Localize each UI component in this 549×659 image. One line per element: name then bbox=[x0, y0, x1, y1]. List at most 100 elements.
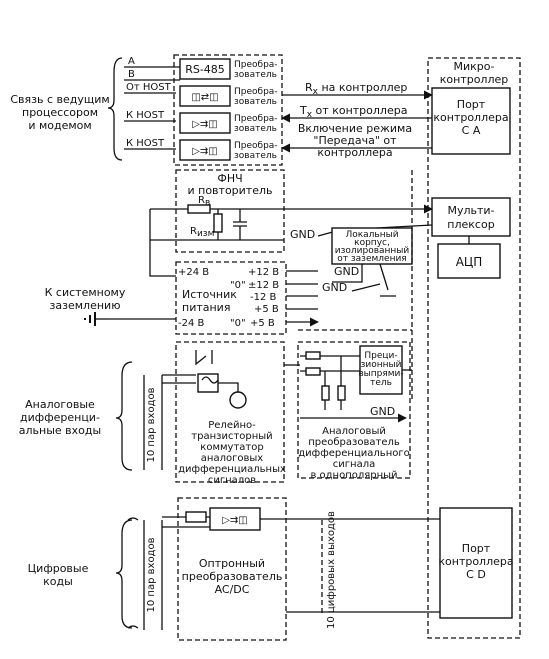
optron-resistor bbox=[185, 511, 207, 523]
relay-line-6: сигналов bbox=[208, 475, 256, 486]
digital-codes-line-2: коды bbox=[43, 575, 73, 588]
mcu-label-2: контроллер bbox=[440, 73, 509, 86]
digital-codes-line-1: Цифровые bbox=[28, 562, 89, 575]
to-host-label-1: К HOST bbox=[126, 110, 165, 121]
analog-brace bbox=[115, 361, 133, 471]
digital-pairs-label: 10 пар входов bbox=[146, 537, 157, 612]
analog-inputs-line-3: альные входы bbox=[19, 424, 101, 437]
digital-codes-label: Цифровые коды bbox=[28, 562, 89, 588]
conv-label-3a: Преобра- bbox=[234, 114, 278, 124]
relay-line-4: аналоговых bbox=[201, 453, 263, 464]
power-outputs bbox=[286, 270, 318, 322]
relay-line-5: дифференциальных bbox=[178, 464, 286, 475]
aconv-line-5: в однополярный bbox=[310, 470, 397, 481]
power-gnd-2: GND bbox=[322, 281, 347, 294]
rect-line-1: Преци- bbox=[364, 351, 397, 361]
rail-pm12: ±12 В bbox=[248, 280, 279, 291]
local-case-line-3: изолированный bbox=[335, 246, 410, 256]
host-brace bbox=[107, 57, 123, 161]
relay-line-1: Релейно- bbox=[208, 420, 256, 431]
analog-conv-label: Аналоговый преобразователь дифференциаль… bbox=[298, 426, 409, 481]
line-b-label: B bbox=[128, 69, 135, 80]
analog-conv-frame bbox=[297, 341, 411, 479]
relay-label: Релейно- транзисторный коммутатор аналог… bbox=[178, 420, 286, 486]
adc-label: АЦП bbox=[456, 255, 483, 269]
aconv-line-4: сигнала bbox=[333, 459, 375, 470]
lpf-gnd-label: GND bbox=[290, 228, 315, 241]
digital-outputs-label: 10 цифровых выходов bbox=[326, 511, 337, 629]
rizm-resistor bbox=[213, 213, 223, 233]
host-link-line-2: процессором bbox=[22, 106, 98, 119]
rail-p12: +12 В bbox=[248, 267, 279, 278]
port-d-line-3: С D bbox=[466, 568, 486, 581]
rail-p5b: +5 В bbox=[250, 318, 275, 329]
case-ground-symbol bbox=[379, 263, 396, 297]
conv-label-2a: Преобра- bbox=[234, 87, 278, 97]
conv-resistor-4 bbox=[337, 385, 346, 401]
mcu-label-1: Микро- bbox=[454, 60, 495, 73]
analog-inputs-label: Аналоговые дифференци- альные входы bbox=[19, 398, 101, 437]
port-a-line-1: Порт bbox=[457, 98, 486, 111]
digital-input-bus bbox=[143, 520, 163, 630]
port-a-box bbox=[431, 87, 511, 155]
rx-label: Rx на контроллер bbox=[305, 81, 407, 97]
rizm-label: Rизм bbox=[190, 226, 214, 239]
rect-line-4: тель bbox=[370, 378, 392, 388]
conv-label-1b: зователь bbox=[234, 70, 277, 80]
conv-label-4b: зователь bbox=[234, 151, 277, 161]
lpf-line-2: и повторитель bbox=[187, 184, 272, 197]
lpf-loop-wire bbox=[149, 209, 176, 277]
rs485-label: RS-485 bbox=[185, 63, 225, 76]
multiplexer-box bbox=[431, 197, 511, 237]
relay-line-2: транзисторный bbox=[191, 431, 272, 442]
aconv-line-3: дифференциального bbox=[298, 448, 409, 459]
power-frame bbox=[175, 261, 287, 335]
relay-contact-icon bbox=[195, 350, 213, 366]
rect-line-2: зионный bbox=[361, 360, 402, 370]
aconv-line-1: Аналоговый bbox=[322, 426, 386, 437]
ground-symbol-icon bbox=[84, 312, 96, 326]
rail-m24: -24 В bbox=[178, 318, 205, 329]
precise-rectifier-box bbox=[359, 345, 403, 395]
conv-resistor-1 bbox=[305, 351, 321, 360]
power-gnd-wire bbox=[351, 283, 381, 292]
rail-p24: +24 В bbox=[178, 267, 209, 278]
adc-box bbox=[437, 243, 501, 279]
converter-labels: Преобра- зователь Преобра- зователь Прео… bbox=[234, 60, 278, 161]
port-d-line-2: контроллера bbox=[438, 555, 513, 568]
conv-wires bbox=[300, 355, 362, 410]
optron-line-3: AC/DC bbox=[215, 583, 250, 596]
power-line-1: Источник bbox=[182, 288, 237, 301]
host-link-label: Связь с ведущим процессором и модемом bbox=[10, 93, 109, 132]
system-ground-label: К системному заземлению bbox=[45, 286, 126, 312]
conv-label-2b: зователь bbox=[234, 97, 277, 107]
line-a-label: A bbox=[128, 56, 135, 67]
local-case-line-1: Локальный bbox=[345, 230, 398, 240]
rail-zero-p5: "0" bbox=[230, 318, 246, 329]
rect-line-3: выпрями- bbox=[358, 369, 403, 379]
conv-gnd-label: GND bbox=[370, 405, 395, 418]
capacitor bbox=[233, 209, 247, 240]
rail-m12: -12 В bbox=[250, 292, 277, 303]
port-a-line-3: С А bbox=[462, 124, 481, 137]
transistor-icon bbox=[229, 391, 247, 409]
port-a-line-2: контроллера bbox=[433, 111, 508, 124]
local-case-line-4: от заземления bbox=[337, 254, 406, 264]
host-line-labels: A B От HOST К HOST К HOST bbox=[126, 56, 172, 149]
rail-p5: +5 В bbox=[254, 304, 279, 315]
optocoupler-1 bbox=[179, 85, 231, 107]
mux-line-1: Мульти- bbox=[447, 204, 494, 217]
port-d-line-1: Порт bbox=[462, 542, 491, 555]
lpf-line-1: ФНЧ bbox=[217, 172, 242, 185]
rail-zero-a: "0" bbox=[230, 280, 246, 291]
host-link-line-1: Связь с ведущим bbox=[10, 93, 109, 106]
lpf-frame bbox=[175, 169, 285, 253]
conv-label-3b: зователь bbox=[234, 124, 277, 134]
optron-line-1: Оптронный bbox=[199, 557, 265, 570]
power-line-2: питания bbox=[182, 301, 230, 314]
optron-line-2: преобразователь bbox=[182, 570, 283, 583]
system-ground-line-2: заземлению bbox=[50, 299, 121, 312]
relay-frame bbox=[175, 341, 285, 483]
analog-inputs-line-2: дифференци- bbox=[20, 411, 100, 424]
